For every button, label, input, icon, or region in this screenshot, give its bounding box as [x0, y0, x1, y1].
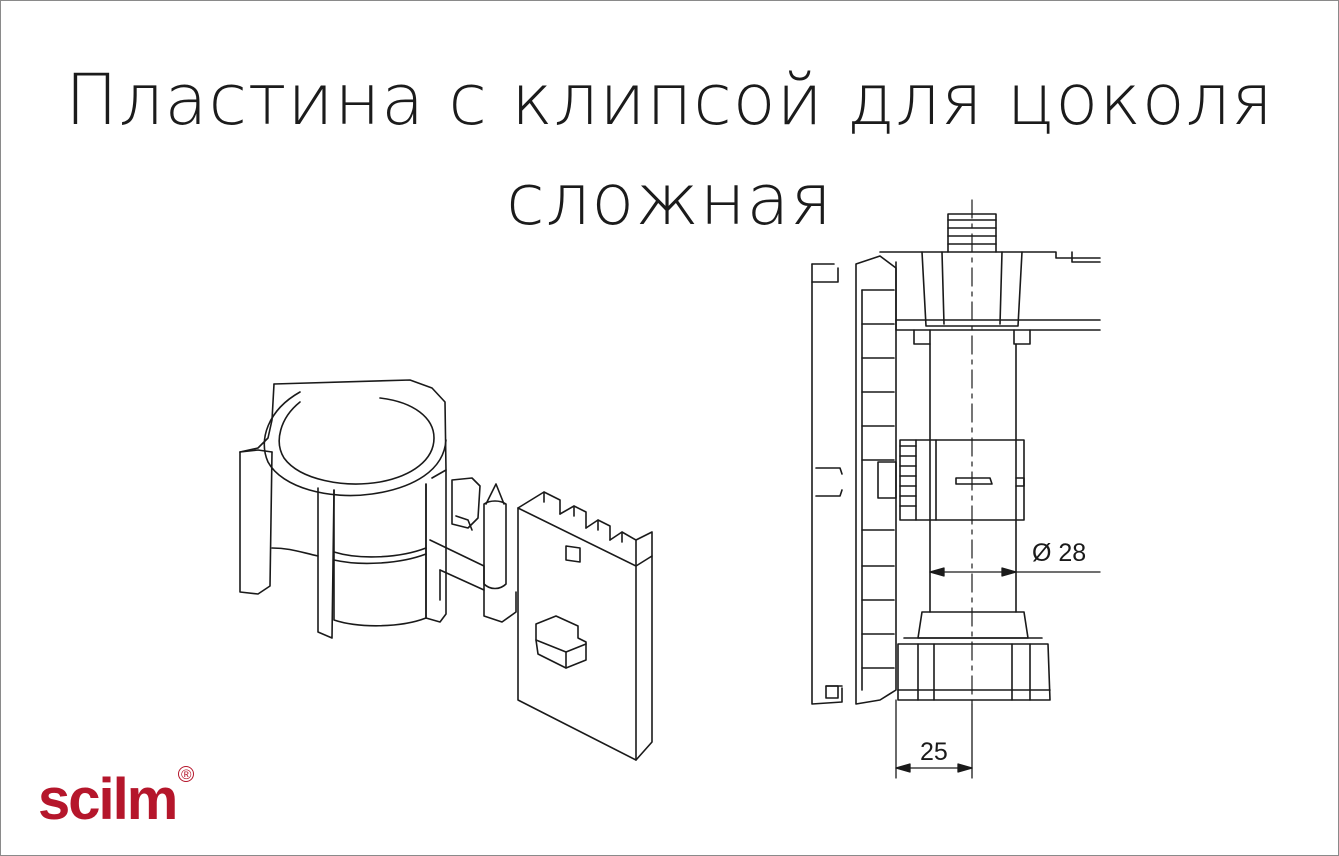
- brand-logo: scilm ®: [38, 766, 195, 832]
- page-title: Пластина с клипсой для цоколя сложная: [0, 50, 1339, 250]
- dimension-lines: [895, 567, 1101, 779]
- width-dimension-label: 25: [920, 738, 948, 766]
- plinth-section-view: [811, 199, 1101, 705]
- diameter-dimension-label: Ø 28: [1032, 539, 1086, 567]
- title-line-2: сложная: [506, 159, 833, 241]
- clip-plate-isometric-view: [239, 379, 653, 761]
- brand-logo-text: scilm: [38, 767, 178, 832]
- registered-mark: ®: [178, 766, 195, 782]
- title-line-1: Пластина с клипсой для цоколя: [65, 59, 1274, 141]
